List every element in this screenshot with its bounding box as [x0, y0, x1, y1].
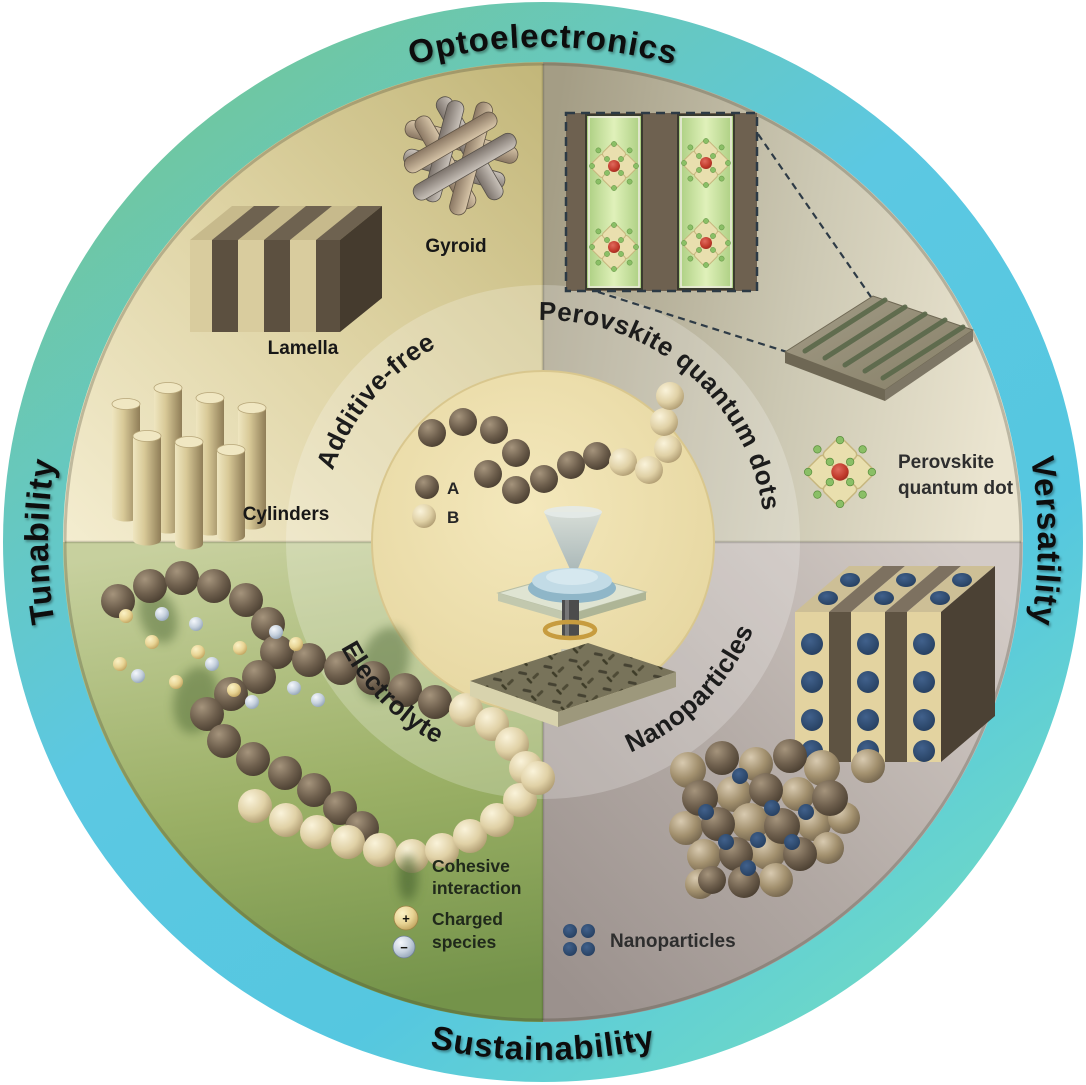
gyroid-label: Gyroid	[425, 236, 486, 257]
monomer-b-icon	[412, 504, 436, 528]
inset-connector-lines	[597, 133, 872, 354]
perovskite-cluster-icon	[588, 221, 640, 273]
positive-charge-icon	[393, 905, 419, 931]
perovskite-cluster-icon	[680, 217, 732, 269]
cohesive-legend-line2: interaction	[432, 878, 521, 898]
plus-sign: +	[402, 911, 410, 926]
lamella-structure	[190, 206, 382, 332]
nanoparticle-lamella-block	[795, 566, 995, 762]
ab-monomer-legend: A B	[412, 475, 459, 528]
np-legend-label: Nanoparticles	[610, 931, 736, 952]
nanoparticle-sphere-cluster	[669, 739, 885, 899]
perovskite-cluster-icon	[680, 137, 732, 189]
cylinders-structure	[111, 382, 267, 550]
coil-ring-icon	[542, 619, 598, 641]
monomer-b-label: B	[447, 508, 459, 527]
spin-coater	[496, 506, 648, 702]
nanoparticles-icon	[563, 924, 595, 956]
pqd-legend-line2: quantum dot	[898, 478, 1014, 499]
charged-legend-line1: Charged	[432, 909, 503, 929]
negative-charge-icon	[392, 935, 416, 959]
ring-label-tunability: Tunability	[18, 455, 62, 627]
monomer-a-label: A	[447, 479, 459, 498]
quadrant-seams	[65, 64, 1021, 1020]
electrolyte-legend: Cohesive interaction + − Charged species	[392, 855, 521, 959]
pqd-legend-line1: Perovskite	[898, 452, 994, 473]
center-band	[286, 285, 800, 799]
pqd-inset-panel	[564, 111, 759, 293]
electrolyte-polymer-chains	[101, 561, 555, 873]
perovskite-cluster-icon	[588, 140, 640, 192]
pqd-legend: Perovskite quantum dot	[803, 435, 1014, 509]
perovskite-quantum-dot-icon	[803, 435, 877, 509]
charged-legend-line2: species	[432, 932, 496, 952]
cohesive-legend-line1: Cohesive	[432, 856, 510, 876]
ring-label-versatility: Versatility	[1024, 454, 1068, 629]
np-legend: Nanoparticles	[563, 924, 736, 956]
cylinders-label: Cylinders	[243, 504, 330, 525]
outer-ring	[3, 2, 1083, 1082]
assembled-film	[470, 643, 676, 727]
gyroid-structure	[403, 96, 519, 216]
charged-species-field	[113, 607, 325, 709]
minus-sign: −	[400, 940, 408, 955]
grating-chip	[783, 295, 975, 401]
center-copolymer-chain	[418, 382, 684, 504]
cohesive-interaction-icon	[398, 855, 418, 901]
lamella-label: Lamella	[268, 338, 339, 359]
monomer-a-icon	[415, 475, 439, 499]
